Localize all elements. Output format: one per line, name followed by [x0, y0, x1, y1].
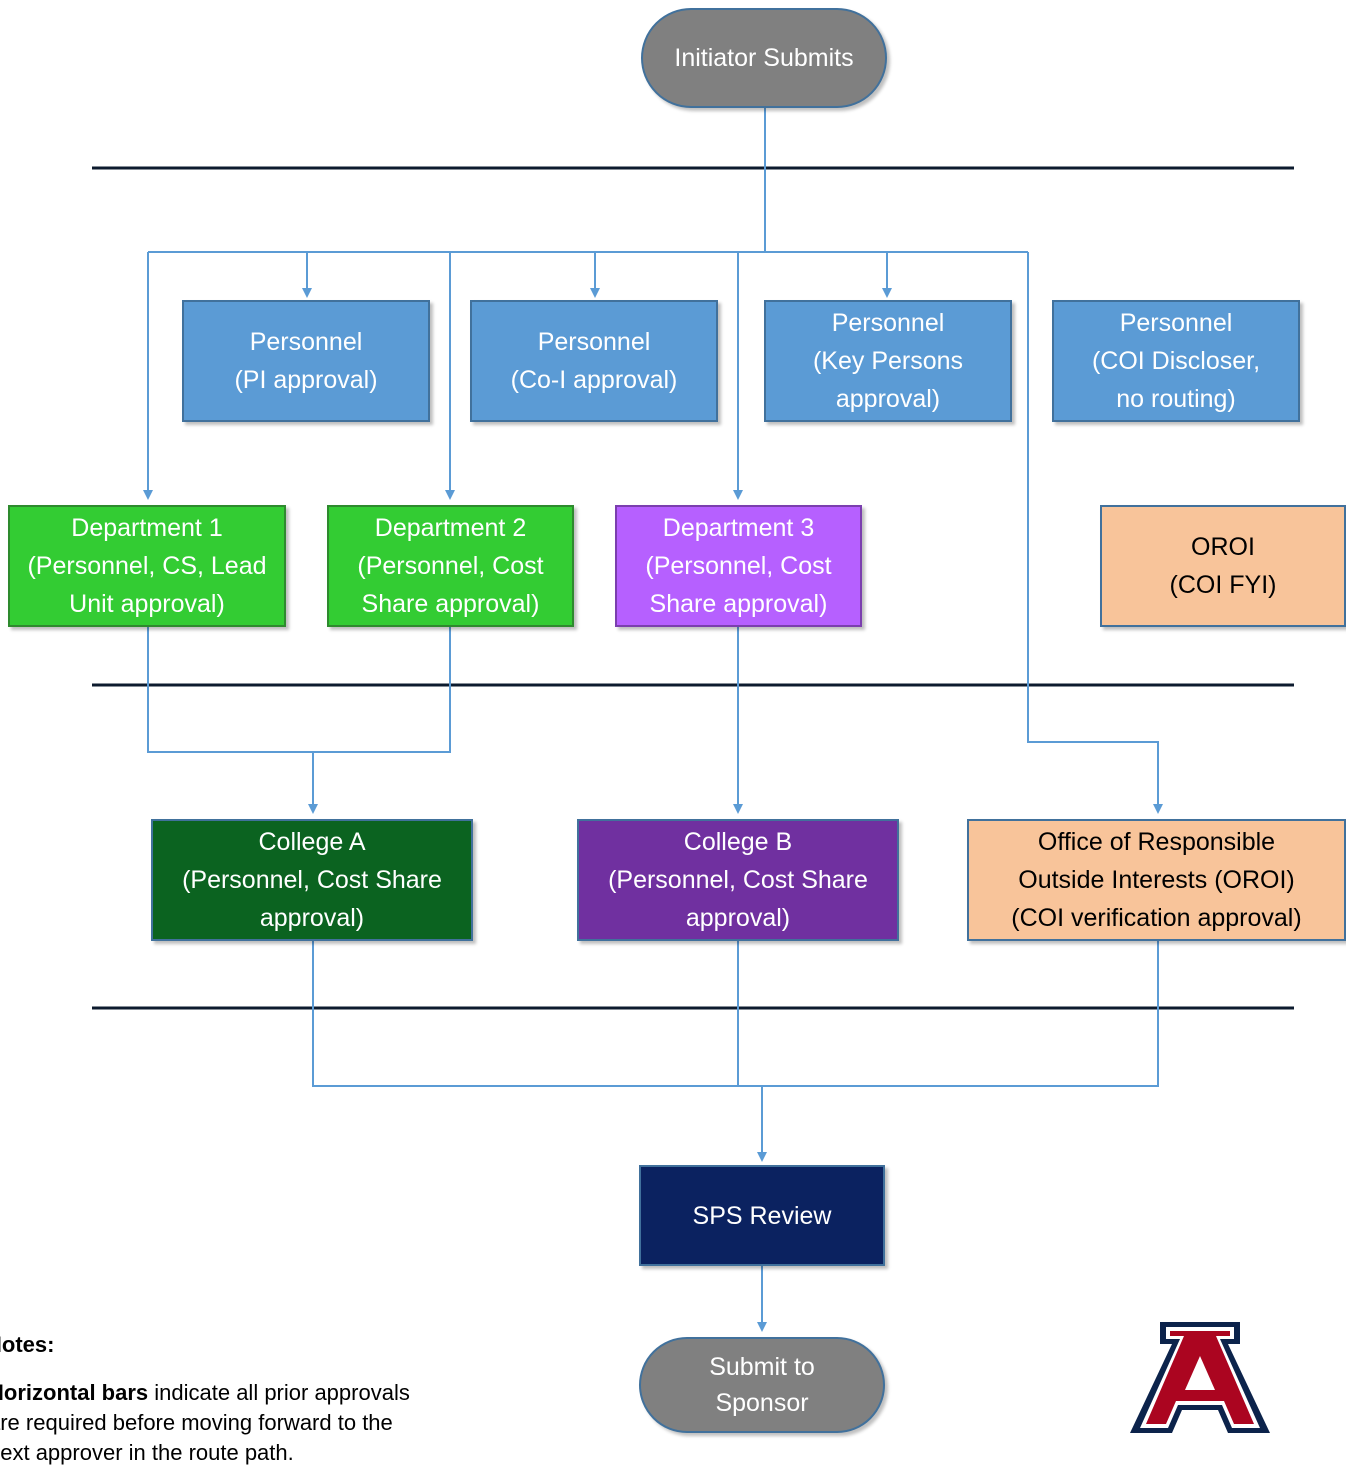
oroi-fyi-line-2: (COI FYI): [1169, 571, 1277, 599]
department-1-line-2: (Personnel, CS, Lead: [27, 552, 267, 580]
personnel-key-line-3: approval): [835, 385, 941, 413]
department-2-node: Department 2 (Personnel, Cost Share appr…: [327, 505, 574, 627]
notes-section: Notes: Horizontal bars indicate all prio…: [0, 1330, 520, 1468]
notes-text-1: indicate all prior approvals: [148, 1380, 410, 1405]
college-a-node: College A (Personnel, Cost Share approva…: [151, 819, 473, 941]
flowchart-canvas: [92, 107, 1294, 1332]
oroi-office-line-2: Outside Interests (OROI): [1018, 866, 1295, 894]
college-b-line-1: College B: [683, 828, 793, 856]
personnel-coi-discloser-node: Personnel (COI Discloser, no routing): [1052, 300, 1300, 422]
department-2-line-3: Share approval): [361, 590, 540, 618]
oroi-office-node: Office of Responsible Outside Interests …: [967, 819, 1346, 941]
department-1-node: Department 1 (Personnel, CS, Lead Unit a…: [8, 505, 286, 627]
department-3-line-1: Department 3: [662, 514, 815, 542]
connector-dept1-down: [147, 626, 451, 753]
oroi-office-line-1: Office of Responsible: [1037, 828, 1276, 856]
personnel-coi-line-2: (Co-I approval): [510, 366, 678, 394]
college-b-line-3: approval): [685, 904, 791, 932]
personnel-discloser-line-2: (COI Discloser,: [1091, 347, 1261, 375]
oroi-fyi-node: OROI (COI FYI): [1100, 505, 1346, 627]
college-b-line-2: (Personnel, Cost Share: [608, 866, 868, 894]
college-a-line-1: College A: [258, 828, 366, 856]
initiator-submits-node: Initiator Submits: [641, 8, 887, 108]
personnel-key-line-1: Personnel: [831, 309, 945, 337]
personnel-coi-node: Personnel (Co-I approval): [470, 300, 718, 422]
initiator-submits-label: Initiator Submits: [674, 44, 854, 72]
notes-text-2: are required before moving forward to th…: [0, 1410, 393, 1435]
department-3-line-3: Share approval): [649, 590, 828, 618]
personnel-key-line-2: (Key Persons: [812, 347, 964, 375]
college-b-node: College B (Personnel, Cost Share approva…: [577, 819, 899, 941]
college-a-line-3: approval): [259, 904, 365, 932]
notes-text-3: next approver in the route path.: [0, 1440, 294, 1465]
personnel-pi-line-2: (PI approval): [234, 366, 378, 394]
personnel-coi-line-1: Personnel: [537, 328, 651, 356]
oroi-fyi-line-1: OROI: [1191, 533, 1255, 561]
notes-bold-term: Horizontal bars: [0, 1380, 149, 1405]
personnel-discloser-line-3: no routing): [1116, 385, 1236, 413]
personnel-discloser-line-1: Personnel: [1119, 309, 1233, 337]
personnel-pi-node: Personnel (PI approval): [182, 300, 430, 422]
arrow-to-oroi-office: [1027, 252, 1163, 814]
department-2-line-2: (Personnel, Cost: [357, 552, 544, 580]
submit-to-sponsor-node: Submit to Sponsor: [639, 1337, 885, 1433]
notes-body: Horizontal bars indicate all prior appro…: [0, 1378, 520, 1468]
submit-to-sponsor-line-2: Sponsor: [715, 1389, 809, 1417]
college-a-line-2: (Personnel, Cost Share: [182, 866, 442, 894]
personnel-pi-line-1: Personnel: [249, 328, 363, 356]
oroi-office-line-3: (COI verification approval): [1011, 904, 1302, 932]
university-a-logo-icon: [1130, 1322, 1270, 1433]
department-3-line-2: (Personnel, Cost: [645, 552, 832, 580]
submit-to-sponsor-line-1: Submit to: [709, 1353, 815, 1381]
department-1-line-1: Department 1: [71, 514, 223, 542]
department-2-line-1: Department 2: [374, 514, 527, 542]
sps-review-label: SPS Review: [692, 1201, 832, 1230]
department-3-node: Department 3 (Personnel, Cost Share appr…: [615, 505, 862, 627]
personnel-key-persons-node: Personnel (Key Persons approval): [764, 300, 1012, 422]
connector-collector: [312, 940, 1159, 1087]
department-1-line-3: Unit approval): [69, 590, 225, 618]
notes-title: Notes:: [0, 1332, 55, 1357]
sps-review-node: SPS Review: [639, 1165, 885, 1266]
